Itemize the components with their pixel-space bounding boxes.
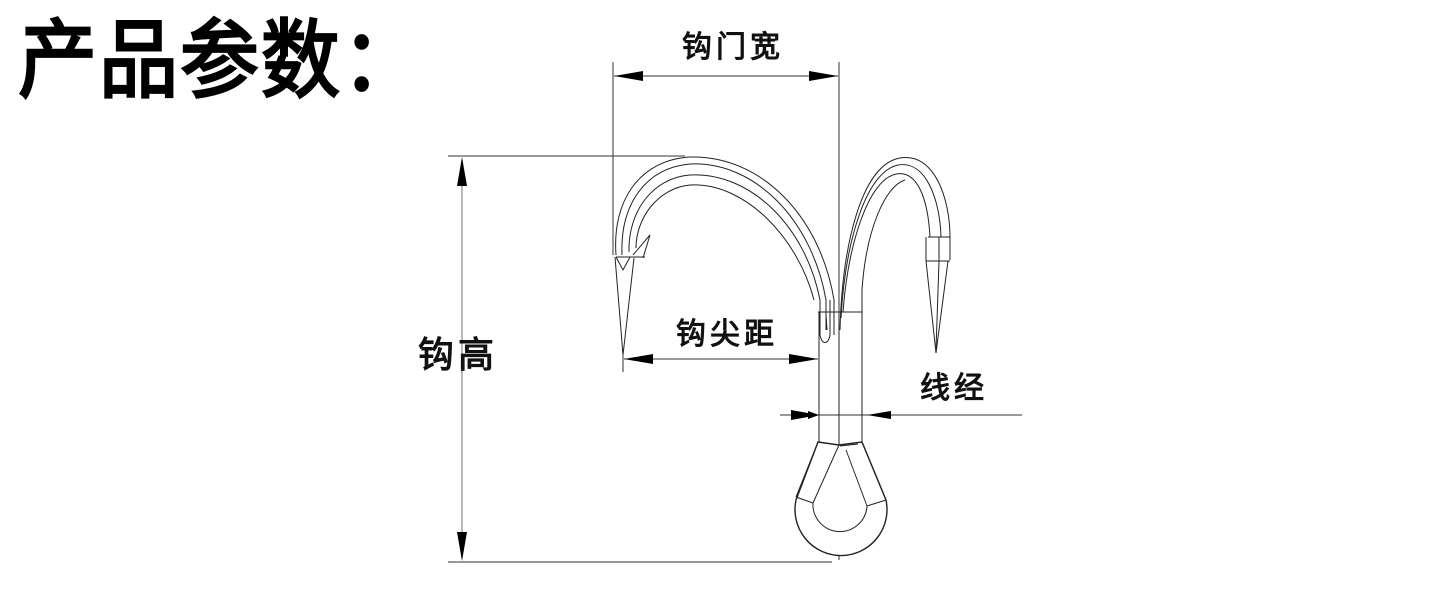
gap-arrow-right — [809, 71, 838, 81]
height-arrow-bottom — [457, 532, 467, 561]
hook-arm-right — [839, 157, 951, 354]
gap-arrow-left — [614, 71, 643, 81]
hook-height-label: 钩高 — [418, 335, 499, 376]
hook-height-dimension — [448, 155, 832, 563]
point-arrow-right — [789, 354, 818, 364]
point-arrow-left — [624, 354, 653, 364]
height-arrow-top — [457, 157, 467, 186]
hook-arm-left — [614, 156, 835, 356]
page-title: 产品参数： — [18, 11, 423, 111]
point-distance-dimension — [622, 354, 818, 372]
hook-eye — [794, 441, 888, 557]
wire-diameter-label: 线经 — [920, 371, 988, 406]
hook-shank — [818, 311, 863, 444]
gap-width-label: 钩门宽 — [682, 30, 784, 65]
wire-diameter-dimension — [780, 410, 1022, 420]
wire-arrow-right — [867, 411, 891, 419]
point-distance-label: 钩尖距 — [676, 317, 778, 352]
